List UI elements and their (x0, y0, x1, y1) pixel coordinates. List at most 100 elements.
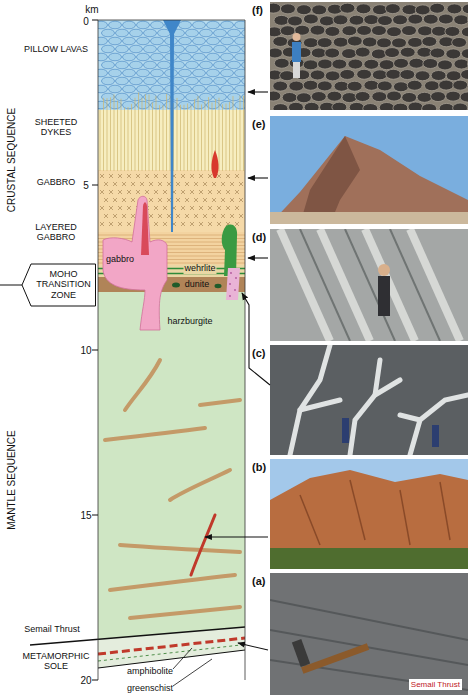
pillow (193, 37, 206, 45)
pillow (137, 37, 150, 45)
photo-moho-veins (270, 345, 468, 455)
gabbro-texture (149, 182, 153, 186)
gabbro-texture (167, 214, 171, 218)
pillow-rock (445, 26, 460, 36)
gabbro-texture (199, 174, 203, 178)
pillow (186, 29, 199, 37)
depth-tick-label: 20 (80, 675, 91, 686)
pillow (221, 37, 234, 45)
pillow (151, 37, 164, 45)
pillow-rock (340, 69, 355, 79)
ophiolite-column (98, 20, 245, 680)
pillow-rock (280, 71, 295, 81)
pillow (130, 93, 143, 101)
photo-sheeted-dykes (270, 116, 468, 224)
gabbro-texture (199, 190, 203, 194)
pillow (179, 21, 192, 29)
pillow (193, 21, 206, 29)
pillow-rock (467, 103, 468, 110)
pillow-rock (430, 3, 445, 13)
sheeted-dyke (135, 98, 136, 171)
pillow-rock (319, 16, 334, 26)
gabbro-texture (109, 190, 113, 194)
pillow (235, 69, 246, 77)
gabbro-texture (203, 214, 207, 218)
gabbro-texture (181, 190, 185, 194)
gabbro-texture (194, 214, 198, 218)
gabbro-texture (239, 198, 243, 202)
gabbro-texture (167, 182, 171, 186)
gabbro-texture (185, 198, 189, 202)
layer-name: LAYERED GABBRO (21, 223, 91, 243)
red-intrusion (211, 150, 218, 178)
photo-annotation: Semail Thrust (409, 679, 462, 690)
layer-name: METAMORPHIC SOLE (21, 652, 91, 672)
pillow-rock (355, 91, 370, 101)
pillow-rock (364, 15, 379, 25)
pillow-rock (400, 70, 415, 80)
sheeted-dyke (149, 95, 150, 171)
pillow-rock (332, 102, 347, 110)
sheeted-dyke (236, 108, 237, 171)
gabbro-texture (163, 222, 167, 226)
pillow (116, 61, 129, 69)
sheeted-dyke (180, 105, 181, 171)
gabbro-texture (154, 190, 158, 194)
gabbro-texture (217, 190, 221, 194)
axis-unit: km (85, 4, 98, 15)
amphibolite-band (98, 638, 245, 654)
pillow (102, 77, 115, 85)
pillow-rock (333, 15, 348, 25)
depth-tick-label: 10 (80, 345, 91, 356)
rock-label: amphibolite (127, 667, 173, 677)
layer-name: GABBRO (21, 178, 91, 188)
gabbro-texture (154, 222, 158, 226)
pointer-arrow (205, 536, 268, 537)
pillow (158, 45, 171, 53)
pillow-rock (386, 69, 401, 79)
gabbro-texture (100, 190, 104, 194)
pillow-rock (415, 5, 430, 15)
harzburgite-layer (98, 20, 245, 680)
pillow-rock (462, 4, 468, 14)
sheeted-dyke (198, 96, 199, 171)
pillow (186, 93, 199, 101)
gabbro-texture (212, 214, 216, 218)
gabbro-texture (118, 222, 122, 226)
pillow (200, 29, 213, 37)
gabbro-texture (127, 206, 131, 210)
photo-panel: (d) (250, 229, 468, 341)
sheeted-dyke (191, 106, 192, 171)
gabbro-texture (100, 222, 104, 226)
pillow-rock (424, 81, 439, 91)
pillow-rock (446, 91, 461, 101)
pillow-rock (296, 5, 311, 15)
gabbro-texture (199, 222, 203, 226)
pointer-arrow (248, 177, 268, 178)
gabbro-texture (109, 174, 113, 178)
gabbro-texture (149, 198, 153, 202)
pointer-arrow (238, 643, 268, 650)
gabbro-texture (158, 182, 162, 186)
gabbro-texture (145, 190, 149, 194)
gabbro-texture (190, 206, 194, 210)
panel-letter: (e) (252, 118, 265, 130)
pillow (130, 45, 143, 53)
pillow (123, 21, 136, 29)
pillow-rock (342, 93, 357, 103)
pillow (179, 37, 192, 45)
pillow-rock (377, 81, 392, 91)
pillow-rock (454, 15, 468, 25)
pillow (102, 29, 115, 37)
moho-pointer-box: MOHO TRANSITION ZONE (22, 264, 96, 306)
gabbro-texture (113, 198, 117, 202)
pillow (242, 29, 246, 37)
pillow-rock (318, 59, 333, 69)
pillow-rock (357, 25, 372, 35)
pillow-rock (408, 14, 423, 24)
pillow-rock (364, 59, 379, 69)
pillow-rock (439, 103, 454, 110)
leader-line (173, 648, 212, 686)
gabbro-texture (149, 214, 153, 218)
sequence-name: MANTLE SEQUENCE (6, 430, 17, 529)
